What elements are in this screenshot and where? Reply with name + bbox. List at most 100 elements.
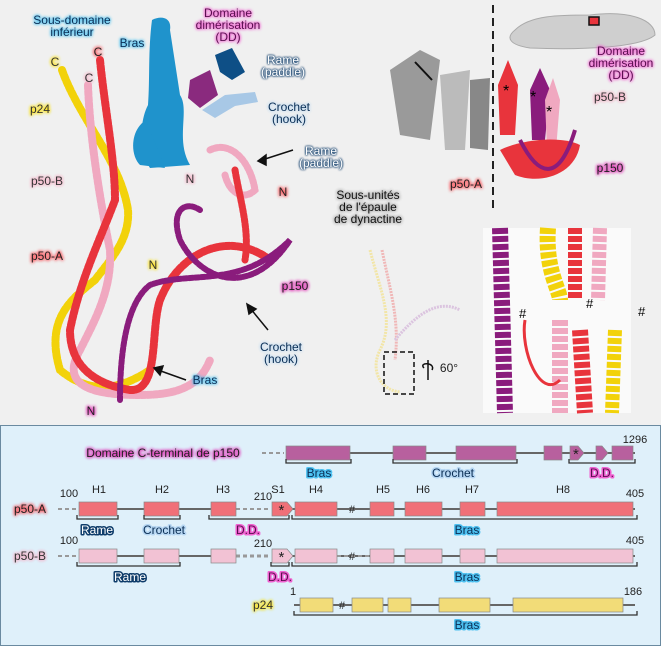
sequence-start: 100	[60, 488, 78, 500]
hash-mark: #	[519, 306, 527, 321]
region-bracket	[293, 611, 638, 616]
element-label-h7: H7	[465, 484, 479, 496]
c-terminus-p24: C	[50, 55, 60, 69]
dd-surface	[188, 70, 218, 108]
region-bracket	[291, 562, 638, 567]
helix-box	[351, 597, 384, 613]
region-bracket	[143, 515, 181, 520]
arm-label-2: Bras	[192, 373, 218, 387]
helix-box	[404, 501, 443, 517]
element-label-h2: H2	[155, 484, 169, 496]
star-mark: *	[503, 83, 509, 100]
helix-box	[387, 597, 412, 613]
hash-mark: #	[349, 504, 356, 516]
sequence-start: 1	[290, 586, 296, 598]
paddle-label-2: Rame (paddle)	[298, 144, 344, 170]
n-terminus-p150: N	[86, 404, 96, 418]
region-bracket	[208, 515, 290, 520]
helix-box	[496, 548, 634, 564]
sequence-end: 405	[626, 488, 644, 500]
p50b-paddle-helix	[206, 143, 259, 199]
strand-arrow	[595, 445, 609, 461]
strand-arrow	[569, 445, 585, 461]
region-bracket	[285, 459, 352, 464]
helix-box	[392, 445, 427, 461]
dd-box	[588, 16, 600, 26]
helix-box	[143, 548, 180, 564]
element-label-s1: S1	[271, 484, 284, 496]
helix-box	[299, 597, 334, 613]
strand-arrow	[271, 501, 294, 517]
inset-helices	[492, 227, 622, 414]
p50a-label-right: p50-A	[449, 177, 483, 191]
dd-label-right: Domaine dimérisation (DD)	[588, 44, 654, 82]
p50a-label: p50-A	[30, 249, 64, 263]
helix-box	[285, 445, 351, 461]
star-mark: *	[530, 89, 536, 106]
dd-sheet-left	[390, 50, 490, 150]
black-bar	[414, 61, 433, 81]
n-terminus-p50b: N	[185, 172, 195, 186]
helix-box	[369, 501, 395, 517]
n-terminus-p24: N	[148, 258, 158, 272]
element-label-h6: H6	[416, 484, 430, 496]
helix-box	[294, 548, 338, 564]
hash-mark: #	[339, 600, 346, 612]
helix-box	[611, 445, 634, 461]
sequence-end: 405	[626, 535, 644, 547]
p24-label: p24	[29, 102, 51, 116]
star-mark: *	[546, 104, 552, 121]
arrows	[152, 149, 294, 381]
c-terminus-p50b: C	[84, 71, 94, 85]
region-label: Bras	[455, 618, 480, 632]
arm-surface	[133, 17, 190, 168]
star-mark: *	[279, 549, 285, 566]
lower-subdomain-label: Sous-domaine inférieur	[33, 13, 111, 39]
p50a-domain-label: p50-A	[13, 502, 47, 516]
star-mark: *	[279, 502, 285, 519]
element-label-h4: H4	[309, 484, 323, 496]
helix-box	[369, 548, 395, 564]
rotation-icon	[422, 360, 434, 380]
dd-sheet-right	[498, 60, 580, 179]
helix-box	[459, 548, 486, 564]
p150-label-right: p150	[596, 161, 624, 175]
helix-box	[210, 548, 237, 564]
helix-box	[455, 445, 517, 461]
helix-box	[438, 597, 491, 613]
region-label: D.D.	[590, 466, 614, 480]
paddle-surface	[215, 48, 245, 80]
shoulder-outline	[509, 13, 656, 50]
helix-box	[78, 548, 118, 564]
helix-box	[404, 548, 443, 564]
c-terminus-p50a: C	[93, 45, 103, 59]
hook-surface	[202, 92, 258, 118]
region-label: Bras	[455, 570, 480, 584]
arm-label: Bras	[119, 36, 145, 50]
region-label: D.D.	[268, 570, 292, 584]
region-label: Rame	[81, 523, 113, 537]
overview-miniature	[368, 249, 461, 394]
region-bracket	[291, 515, 638, 520]
p150-helix	[117, 203, 293, 403]
helix-box	[210, 501, 237, 517]
helix-box	[543, 445, 563, 461]
element-label-h8: H8	[556, 484, 570, 496]
region-bracket	[568, 459, 636, 464]
sequence-end: 1296	[623, 434, 647, 446]
helix-box	[512, 597, 624, 613]
p50a-paddle-helix	[231, 166, 250, 264]
region-label: Bras	[307, 466, 332, 480]
sequence-end: 186	[624, 586, 642, 598]
star-mark: *	[573, 446, 579, 463]
helix-box	[294, 501, 338, 517]
region-label: Rame	[114, 570, 146, 584]
p150-label: p150	[281, 279, 309, 293]
s1-start: 210	[254, 491, 272, 503]
region-label: Crochet	[432, 466, 475, 480]
dd-label: Domaine dimérisation (DD)	[195, 6, 261, 44]
element-label-h3: H3	[216, 484, 230, 496]
